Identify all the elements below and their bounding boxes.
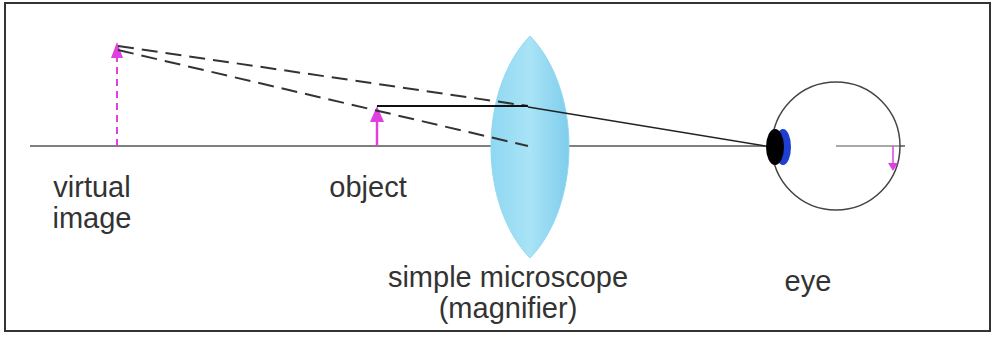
virtual-ray-top [118,46,528,106]
frame [5,3,990,331]
convex-lens [491,36,569,258]
pupil [766,129,784,165]
object-head [370,106,384,122]
retina-image-head [888,163,898,171]
refracted-ray [528,107,765,146]
virtual-ray-center [118,50,528,146]
virtual-image-label: virtual image [27,172,157,234]
object-label: object [329,172,406,203]
virtual-image-stem [116,56,118,146]
eyeball [772,82,900,210]
eye-axis [836,145,900,146]
object-stem [376,120,379,146]
lens-label: simple microscope (magnifier) [358,262,658,324]
object-ray [377,105,528,107]
eye-label: eye [785,266,832,297]
